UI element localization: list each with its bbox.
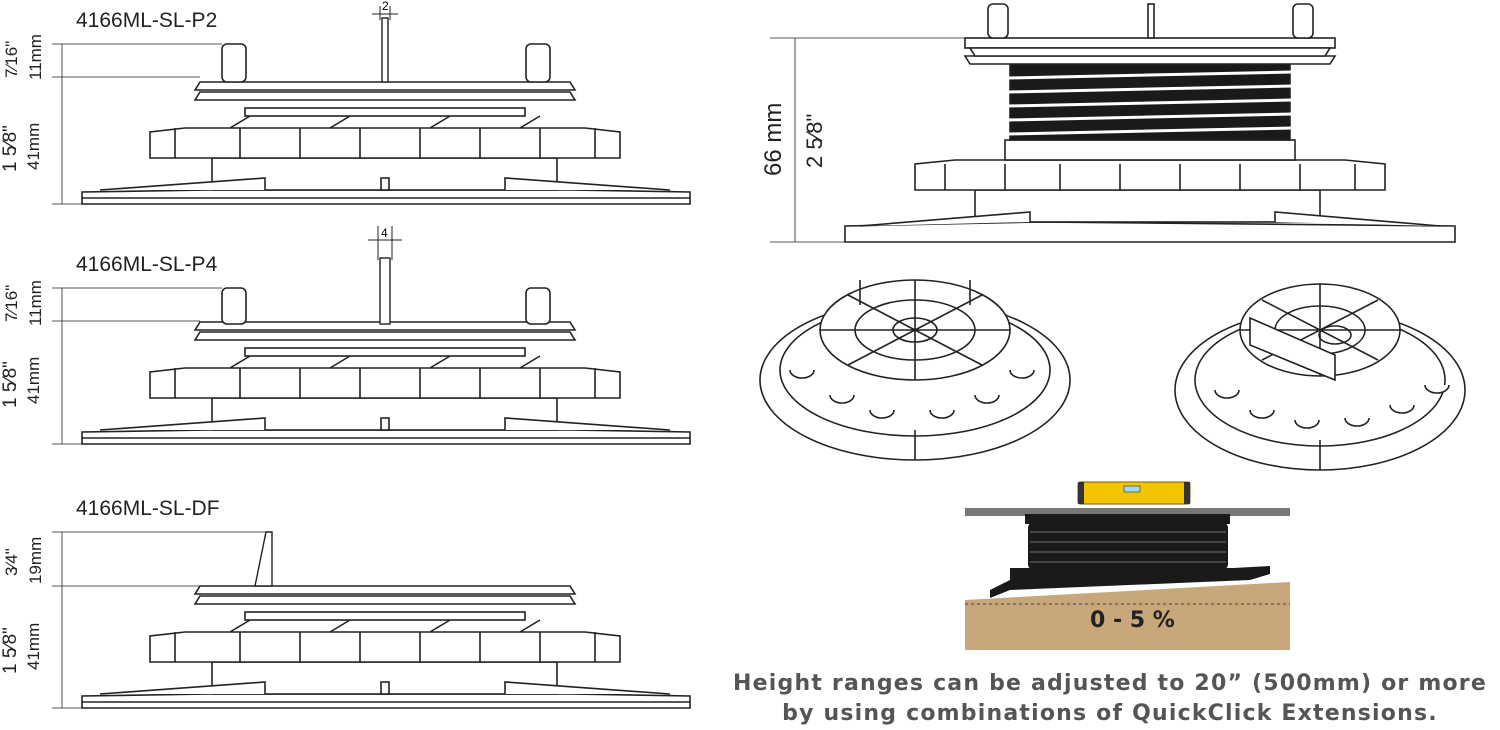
pedestal-perspective-left	[759, 279, 1071, 461]
tab-width-p2: 2	[382, 0, 389, 13]
slope-illustration	[965, 481, 1290, 650]
top-dim-mm-p4: 11mm	[26, 280, 45, 326]
pedestal-height-inch: 2 5⁄8"	[802, 113, 827, 168]
model-label-p2: 4166ML-SL-P2	[76, 9, 218, 32]
tab-width-p4: 4	[381, 226, 388, 240]
diagram-p4	[52, 226, 691, 445]
base-dim-inch-p4: 1 5⁄8"	[0, 361, 21, 408]
model-label-p4: 4166ML-SL-P4	[76, 253, 218, 276]
top-dim-mm-p2: 11mm	[26, 34, 45, 80]
model-label-df: 4166ML-SL-DF	[76, 497, 220, 520]
top-dim-inch-df: 3⁄4"	[2, 548, 21, 576]
top-dim-inch-p2: 7⁄16"	[2, 40, 21, 78]
base-dim-inch-df: 1 5⁄8"	[0, 627, 21, 674]
top-dim-inch-p4: 7⁄16"	[2, 284, 21, 322]
diagram-df	[52, 531, 691, 709]
base-dim-mm-p4: 41mm	[24, 356, 43, 404]
slope-label: 0 - 5 %	[1090, 608, 1175, 633]
base-dim-mm-df: 41mm	[24, 622, 43, 670]
pedestal-height-mm: 66 mm	[760, 102, 787, 176]
pedestal-perspective-right	[1174, 283, 1466, 471]
base-dim-inch-p2: 1 5⁄8"	[0, 125, 21, 172]
note-line-2: by using combinations of QuickClick Exte…	[782, 701, 1438, 726]
top-dim-mm-df: 19mm	[26, 536, 45, 584]
note-line-1: Height ranges can be adjusted to 20” (50…	[733, 671, 1487, 696]
pedestal-side-view	[770, 3, 1456, 243]
diagram-p2	[52, 6, 691, 205]
base-dim-mm-p2: 41mm	[24, 122, 43, 170]
